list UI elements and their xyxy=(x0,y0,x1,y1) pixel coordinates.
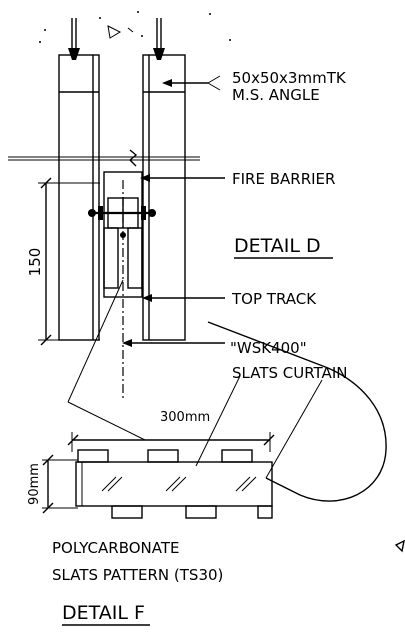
dimension-150: 150 xyxy=(26,177,100,346)
pattern-label-line1: POLYCARBONATE xyxy=(52,539,180,557)
left-angle-bracket xyxy=(58,54,100,341)
anchor-bolt-left xyxy=(68,18,80,60)
top-track-assembly xyxy=(88,171,156,298)
wsk-label-line2: SLATS CURTAIN xyxy=(232,364,347,382)
fire-barrier-label: FIRE BARRIER xyxy=(232,170,335,188)
leader-top-track xyxy=(142,294,225,302)
dimension-300-label: 300mm xyxy=(160,410,210,425)
dimension-300 xyxy=(67,432,275,452)
anchor-bolt-right xyxy=(153,18,165,60)
wsk-label-line1: "WSK400" xyxy=(230,339,307,357)
leader-fire-barrier xyxy=(140,174,225,182)
leader-slats-curtain xyxy=(122,339,225,347)
right-angle-bracket xyxy=(142,54,186,341)
concrete-slab-hatch xyxy=(39,11,231,43)
section-cut-line xyxy=(8,149,200,167)
top-track-label: TOP TRACK xyxy=(231,290,317,308)
dimension-150-label: 150 xyxy=(26,248,44,277)
angle-label-line2: M.S. ANGLE xyxy=(232,86,320,104)
detail-callout xyxy=(67,279,387,502)
angle-label-line1: 50x50x3mmTK xyxy=(232,69,347,87)
leader-angle xyxy=(162,75,221,91)
dimension-90-label: 90mm xyxy=(27,463,42,505)
dimension-90 xyxy=(42,454,78,514)
detail-f-title: DETAIL F xyxy=(62,602,145,624)
polycarbonate-slat xyxy=(75,449,273,519)
pattern-label-line2: SLATS PATTERN (TS30) xyxy=(52,566,223,584)
detail-d-title: DETAIL D xyxy=(234,235,321,257)
edge-mark xyxy=(394,539,405,553)
